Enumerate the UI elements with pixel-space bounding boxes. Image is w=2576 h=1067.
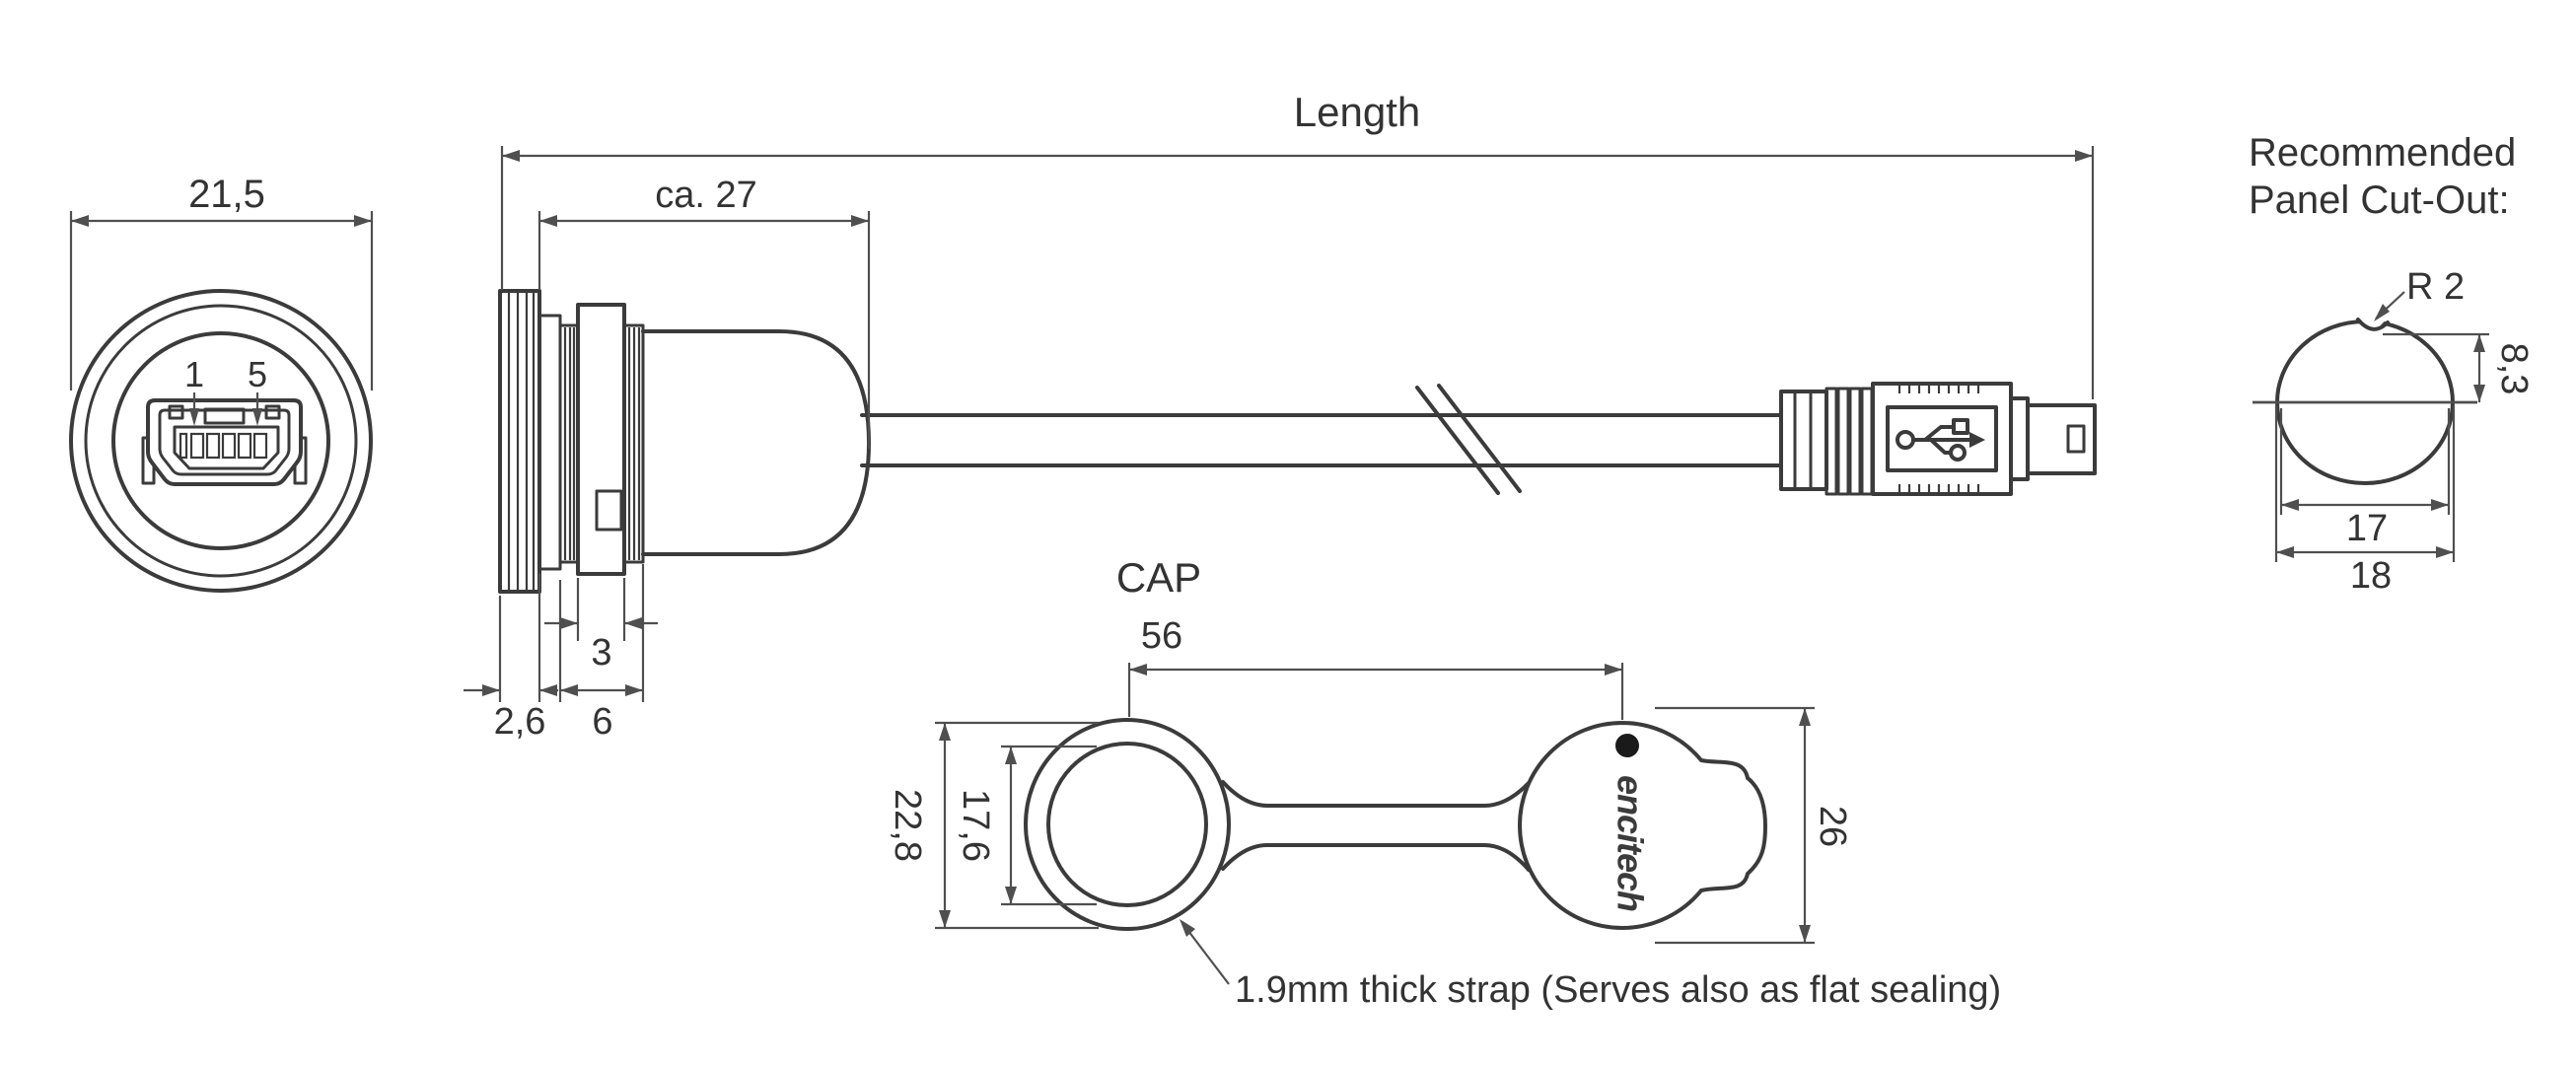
ring-outer-value: 22,8 xyxy=(887,789,928,862)
plug-tip-slot xyxy=(2066,424,2086,454)
strap-length-value: 56 xyxy=(1141,615,1182,657)
strap-note-text: 1.9mm thick strap (Serves also as flat s… xyxy=(1235,969,2001,1011)
dim-detent-width: 3 xyxy=(544,578,658,674)
cap-strap xyxy=(1221,780,1531,872)
plug-metal-tip xyxy=(2026,403,2097,475)
usb-arrowhead xyxy=(1969,432,1985,448)
front-diameter-value: 21,5 xyxy=(188,173,265,216)
detent-width-value: 3 xyxy=(591,632,611,674)
front-view: 1 5 21,5 xyxy=(69,173,374,593)
dim-ring-inner: 17,6 xyxy=(955,745,1097,906)
front-section-value: ca. 27 xyxy=(655,175,757,216)
brand-logo-text: encitech xyxy=(1610,775,1650,911)
mini-usb-receptacle xyxy=(141,398,308,486)
plug-shell-step xyxy=(2009,396,2030,481)
panel-cutout-title-line1: Recommended xyxy=(2249,131,2516,175)
brand-logo: encitech xyxy=(1610,734,1650,911)
notch-radius-value: R 2 xyxy=(2406,266,2465,308)
shell-inner-outline xyxy=(158,408,291,476)
plug-grip-serrations xyxy=(1897,384,1980,494)
cap-diameter-value: 26 xyxy=(1812,806,1853,847)
shell-detent-right xyxy=(264,404,281,420)
seal-step xyxy=(537,314,562,571)
panel-cutout-view: Recommended Panel Cut-Out: R 2 8,3 17 xyxy=(2249,131,2535,597)
pin-row xyxy=(179,432,268,460)
front-flange xyxy=(498,289,541,594)
cap-title: CAP xyxy=(1116,554,1201,601)
dim-length: Length xyxy=(500,89,2095,399)
locknut xyxy=(558,303,645,576)
tongue xyxy=(203,407,246,425)
shell-detent-left xyxy=(168,404,184,420)
bezel-ring-circle xyxy=(84,304,358,578)
flange-thickness-value: 2,6 xyxy=(494,701,546,743)
side-view: Length ca. 27 2,6 xyxy=(464,89,2097,743)
strain-relief-ribs xyxy=(1825,387,1874,496)
brand-dot-icon xyxy=(1615,734,1639,757)
ring-inner-value: 17,6 xyxy=(955,789,996,862)
pin1-label: 1 xyxy=(184,354,204,394)
dim-cutout-diameter: 18 xyxy=(2274,406,2456,597)
cap-sealing-ring xyxy=(1024,718,1231,931)
pin-callouts: 1 5 xyxy=(184,354,267,426)
cable-break-icon xyxy=(1415,384,1522,495)
strap-note-callout: 1.9mm thick strap (Serves also as flat s… xyxy=(1180,919,2001,1011)
dim-flange-thickness: 2,6 xyxy=(464,574,558,743)
dim-ring-outer: 22,8 xyxy=(887,721,1099,930)
anti-rotation-detent xyxy=(595,489,623,532)
pin5-label: 5 xyxy=(248,354,267,394)
cap-head xyxy=(1518,721,1767,930)
dim-cap-diameter: 26 xyxy=(1655,706,1853,945)
keying-notch xyxy=(2356,318,2390,331)
top-to-center-value: 8,3 xyxy=(2493,343,2535,395)
mini-usb-plug xyxy=(1779,382,2097,496)
dim-cutout-width: 17 xyxy=(2279,408,2451,549)
length-label: Length xyxy=(1294,89,1420,135)
bezel-outer-circle xyxy=(69,289,373,593)
pin-recess xyxy=(173,425,280,470)
cutout-diameter-value: 18 xyxy=(2350,555,2392,597)
bezel-inner-circle xyxy=(111,331,330,550)
dim-front-diameter: 21,5 xyxy=(69,173,374,391)
pin5-arrow-icon xyxy=(252,408,262,426)
panel-cutout-title-line2: Panel Cut-Out: xyxy=(2249,178,2510,222)
usb-logo-box xyxy=(1886,405,1998,472)
pin1-arrow-icon xyxy=(189,408,199,426)
dim-top-to-center: 8,3 xyxy=(2383,332,2535,402)
dim-front-section: ca. 27 xyxy=(537,175,871,449)
dim-notch-radius: R 2 xyxy=(2374,266,2465,321)
dim-nut-width: 6 xyxy=(558,564,645,743)
cap-view: CAP encitech 56 xyxy=(887,554,2001,1011)
cutout-width-value: 17 xyxy=(2346,508,2388,549)
usb-icon xyxy=(1896,418,1985,462)
dim-strap-length: 56 xyxy=(1127,615,1624,720)
connector-body-dome xyxy=(641,329,871,556)
cable xyxy=(860,413,1783,467)
nut-width-value: 6 xyxy=(592,701,612,743)
strain-relief-boot xyxy=(1779,390,1828,491)
